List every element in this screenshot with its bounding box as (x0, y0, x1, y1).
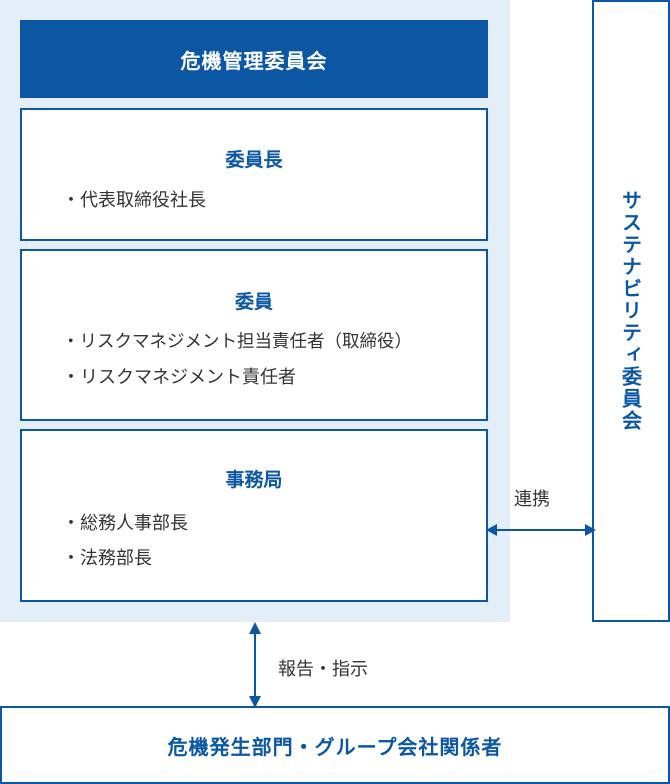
list-item: 総務人事部長 (62, 509, 188, 535)
list-item: 代表取締役社長 (62, 186, 206, 212)
sustainability-committee-label: サステナビリティ委員会 (618, 190, 643, 432)
crisis-departments-label: 危機発生部門・グループ会社関係者 (167, 734, 503, 759)
sustainability-committee-box: サステナビリティ委員会 (592, 0, 670, 622)
section-title: 事務局 (225, 469, 283, 491)
cooperation-label: 連携 (514, 489, 550, 510)
list-item: 法務部長 (62, 544, 152, 570)
section-title: 委員 (234, 291, 273, 313)
report-label: 報告・指示 (278, 659, 368, 680)
cooperation-arrow (486, 524, 596, 536)
section-members: 委員 リスクマネジメント担当責任者（取締役） リスクマネジメント責任者 (20, 249, 488, 421)
crisis-departments-box: 危機発生部門・グループ会社関係者 (0, 706, 670, 784)
section-secretariat: 事務局 総務人事部長 法務部長 (20, 429, 488, 602)
committee-title: 危機管理委員会 (20, 20, 488, 98)
report-arrow (249, 622, 261, 708)
section-chairman: 委員長 代表取締役社長 (20, 108, 488, 241)
list-item: リスクマネジメント責任者 (62, 363, 296, 389)
section-title: 委員長 (225, 149, 283, 171)
list-item: リスクマネジメント担当責任者（取締役） (62, 328, 413, 353)
